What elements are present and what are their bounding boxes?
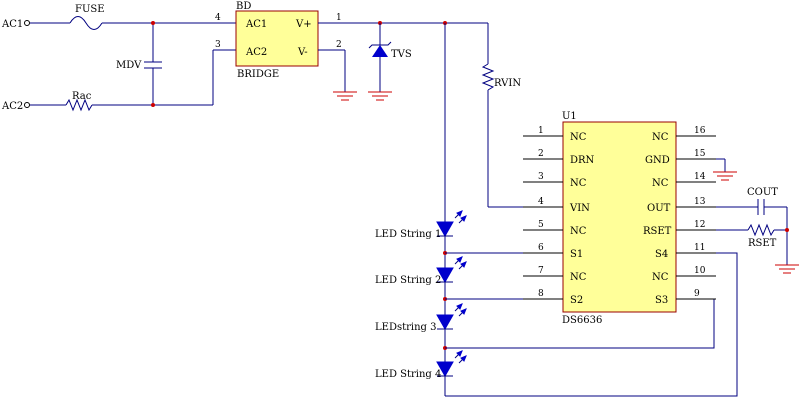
mdv-label: MDV bbox=[116, 60, 142, 71]
led-string-3 bbox=[436, 303, 467, 362]
tvs-label: TVS bbox=[391, 49, 412, 60]
ic-pin-name: DRN bbox=[570, 155, 595, 166]
led-string-2-label: LED String 2 bbox=[375, 275, 441, 286]
ic-pin-name: S3 bbox=[655, 295, 668, 306]
ic-pin-name: S2 bbox=[570, 295, 583, 306]
ic-pin-name: NC bbox=[570, 178, 587, 189]
bridge-body bbox=[235, 10, 319, 67]
ic-pin-num: 2 bbox=[538, 149, 544, 159]
ac1-terminal bbox=[24, 20, 30, 26]
tvs-bar bbox=[368, 41, 392, 49]
ic-pin-num: 1 bbox=[538, 126, 544, 136]
tvs-diode bbox=[372, 45, 388, 57]
ic-pin-name: GND bbox=[645, 155, 670, 166]
ic-pin-name: S1 bbox=[570, 249, 583, 260]
ground-symbol bbox=[775, 264, 799, 274]
rvin-resistor bbox=[481, 63, 495, 91]
bridge-ref: BD bbox=[236, 1, 251, 12]
ic-pin-num: 12 bbox=[694, 220, 705, 230]
led-string-1-label: LED String 1 bbox=[375, 229, 441, 240]
bridge-pin-vplus: V+ bbox=[295, 19, 312, 30]
ic-pin-num: 10 bbox=[694, 266, 706, 276]
ic-pin-num: 13 bbox=[694, 197, 706, 207]
ic-part: DS6636 bbox=[562, 315, 602, 326]
ground-symbol bbox=[368, 91, 392, 101]
ic-left-pins bbox=[523, 135, 563, 300]
ic-body bbox=[562, 121, 677, 313]
ic-pin-num: 16 bbox=[694, 126, 706, 136]
ic-pin-name: NC bbox=[652, 132, 669, 143]
rvin-label: RVIN bbox=[494, 78, 521, 89]
ic-pin-num: 8 bbox=[538, 289, 544, 299]
bridge-pin-ac1: AC1 bbox=[245, 19, 267, 30]
ic-pin-name: RSET bbox=[643, 226, 672, 237]
led-string-3-label: LEDstring 3 bbox=[375, 322, 436, 333]
ic-pin-name: OUT bbox=[647, 203, 671, 214]
ic-pin-num: 3 bbox=[538, 172, 544, 182]
junction bbox=[785, 228, 789, 232]
rset-label: RSET bbox=[748, 238, 777, 249]
ac1-label: AC1 bbox=[1, 19, 23, 30]
fuse-label: FUSE bbox=[75, 4, 105, 15]
ic-pin-num: 7 bbox=[538, 266, 544, 276]
ic-pin-num: 15 bbox=[694, 149, 706, 159]
ic-pin-name: NC bbox=[652, 272, 669, 283]
bridge-pin-num-4: 4 bbox=[215, 13, 221, 23]
led-string-2 bbox=[436, 256, 467, 315]
led-string-4 bbox=[436, 350, 467, 396]
ic-pin-name: NC bbox=[570, 272, 587, 283]
bridge-pin-ac2: AC2 bbox=[245, 47, 267, 58]
led-string-4-label: LED String 4 bbox=[375, 369, 441, 380]
ic-ref: U1 bbox=[562, 111, 577, 122]
bridge-name: BRIDGE bbox=[237, 69, 279, 80]
ic-pin-num: 14 bbox=[694, 172, 706, 182]
ground-symbol bbox=[333, 91, 357, 101]
ic-pin-num: 9 bbox=[694, 289, 700, 299]
bridge-pin-num-3: 3 bbox=[215, 40, 221, 50]
ic-right-pins bbox=[676, 135, 716, 300]
rac-resistor bbox=[65, 98, 93, 112]
bridge-pin-num-1: 1 bbox=[336, 13, 342, 23]
bridge-pin-num-2: 2 bbox=[336, 40, 342, 50]
ic-pin-name: NC bbox=[570, 132, 587, 143]
ic-pin-num: 4 bbox=[538, 197, 544, 207]
ac2-terminal bbox=[24, 102, 30, 108]
ic-pin-name: S4 bbox=[655, 249, 668, 260]
ac2-label: AC2 bbox=[1, 101, 23, 112]
ic-pin-name: NC bbox=[652, 178, 669, 189]
junction bbox=[151, 21, 155, 25]
ground-symbol bbox=[713, 171, 737, 181]
ic-pin-name: VIN bbox=[569, 203, 590, 214]
bridge-pin-vminus: V- bbox=[297, 47, 308, 58]
ic-pin-num: 11 bbox=[694, 243, 705, 253]
ic-pin-num: 6 bbox=[538, 243, 544, 253]
ic-pin-name: NC bbox=[570, 226, 587, 237]
fuse-symbol bbox=[69, 16, 103, 30]
ic-pin-num: 5 bbox=[538, 220, 544, 230]
rset-resistor bbox=[747, 223, 775, 237]
cout-label: COUT bbox=[747, 187, 778, 198]
junction bbox=[151, 103, 155, 107]
rac-label: Rac bbox=[72, 91, 92, 102]
